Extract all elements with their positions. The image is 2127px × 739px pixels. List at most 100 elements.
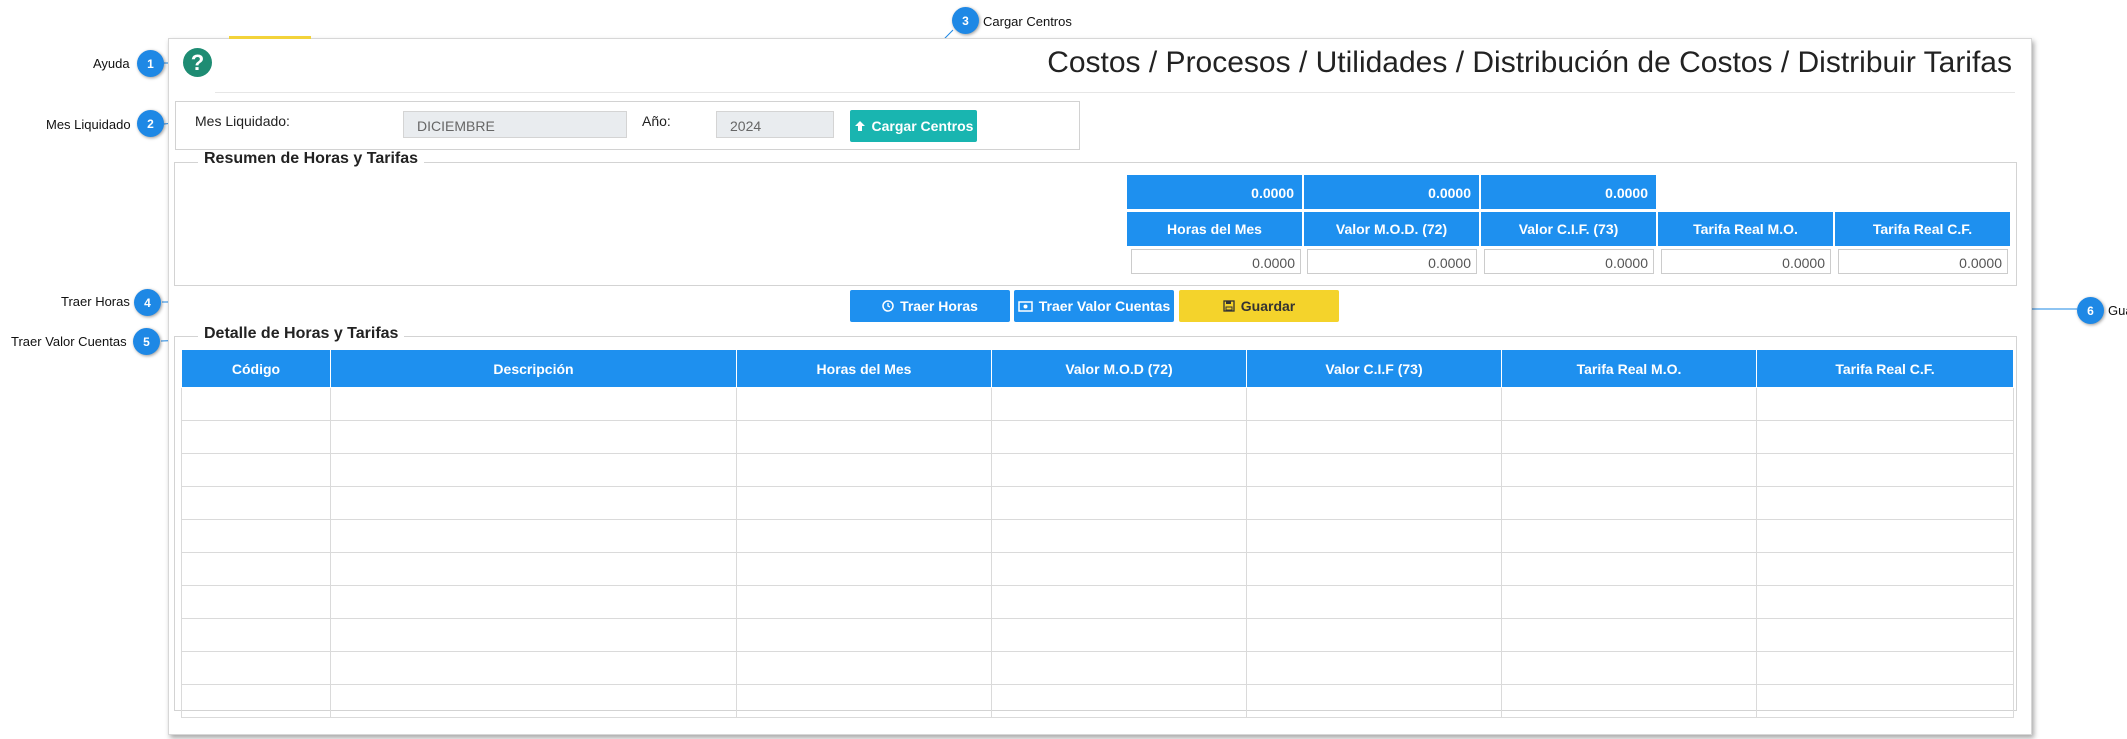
table-row[interactable] [181, 585, 2014, 619]
column-header-tarifa-cf[interactable]: Tarifa Real C.F. [1756, 349, 2014, 388]
resumen-input-tarifa-mo[interactable]: 0.0000 [1661, 249, 1831, 274]
table-cell [330, 552, 737, 586]
table-cell [1246, 651, 1502, 685]
resumen-header-cif: Valor C.I.F. (73) [1481, 212, 1656, 246]
money-icon [1017, 300, 1033, 312]
help-icon[interactable]: ? [183, 48, 212, 77]
detalle-legend: Detalle de Horas y Tarifas [198, 325, 405, 343]
anio-label: Año: [642, 113, 671, 129]
resumen-input-mod[interactable]: 0.0000 [1307, 249, 1477, 274]
traer-valor-cuentas-button[interactable]: Traer Valor Cuentas [1014, 290, 1174, 322]
table-row[interactable] [181, 684, 2014, 718]
table-cell [1501, 387, 1757, 421]
table-cell [1501, 651, 1757, 685]
table-cell [1501, 486, 1757, 520]
traer-horas-label: Traer Horas [900, 298, 978, 314]
cargar-centros-label: Cargar Centros [871, 118, 974, 134]
resumen-header-mod: Valor M.O.D. (72) [1304, 212, 1479, 246]
column-header-codigo[interactable]: Código [181, 349, 331, 388]
table-cell [1246, 420, 1502, 454]
table-cell [1756, 651, 2014, 685]
traer-valor-cuentas-label: Traer Valor Cuentas [1038, 298, 1171, 314]
table-cell [1756, 387, 2014, 421]
callout-badge-2: 2 [137, 110, 164, 137]
table-cell [330, 519, 737, 553]
callout-badge-1: 1 [137, 50, 164, 77]
table-cell [1501, 519, 1757, 553]
column-header-tarifa-mo[interactable]: Tarifa Real M.O. [1501, 349, 1757, 388]
guardar-label: Guardar [1240, 298, 1296, 314]
table-cell [330, 420, 737, 454]
table-cell [1501, 585, 1757, 619]
column-header-mod[interactable]: Valor M.O.D (72) [991, 349, 1247, 388]
resumen-fieldset [174, 162, 2017, 286]
callout-badge-4: 4 [134, 289, 161, 316]
table-cell [991, 585, 1247, 619]
table-cell [330, 486, 737, 520]
floppy-disk-icon [1223, 300, 1235, 312]
table-row[interactable] [181, 453, 2014, 487]
callout-badge-6: 6 [2077, 297, 2104, 324]
table-cell [1246, 552, 1502, 586]
column-header-descripcion[interactable]: Descripción [330, 349, 737, 388]
column-header-cif[interactable]: Valor C.I.F (73) [1246, 349, 1502, 388]
table-cell [736, 519, 992, 553]
callout-label-cargar-centros: Cargar Centros [983, 14, 1072, 29]
resumen-input-tarifa-cf[interactable]: 0.0000 [1838, 249, 2008, 274]
table-cell [330, 618, 737, 652]
table-cell [991, 387, 1247, 421]
clock-icon [882, 300, 894, 312]
mes-liquidado-field[interactable]: DICIEMBRE [403, 111, 627, 138]
cargar-centros-button[interactable]: Cargar Centros [850, 110, 977, 142]
table-cell [1756, 684, 2014, 718]
table-row[interactable] [181, 387, 2014, 421]
anio-field[interactable]: 2024 [716, 111, 834, 138]
resumen-header-tarifa-cf: Tarifa Real C.F. [1835, 212, 2010, 246]
table-row[interactable] [181, 651, 2014, 685]
table-cell [1246, 519, 1502, 553]
table-cell [736, 684, 992, 718]
table-cell [181, 552, 331, 586]
table-row[interactable] [181, 552, 2014, 586]
table-row[interactable] [181, 420, 2014, 454]
resumen-legend: Resumen de Horas y Tarifas [198, 150, 425, 168]
table-cell [181, 453, 331, 487]
table-cell [330, 684, 737, 718]
resumen-header-horas: Horas del Mes [1127, 212, 1302, 246]
table-cell [736, 618, 992, 652]
detalle-body [181, 387, 2014, 718]
table-cell [736, 552, 992, 586]
table-cell [1756, 519, 2014, 553]
table-cell [991, 486, 1247, 520]
table-cell [330, 585, 737, 619]
callout-label-traer-valor-cuentas: Traer Valor Cuentas [11, 334, 127, 349]
table-cell [736, 453, 992, 487]
table-row[interactable] [181, 519, 2014, 553]
title-divider [215, 92, 2015, 93]
table-cell [991, 453, 1247, 487]
column-header-horas[interactable]: Horas del Mes [736, 349, 992, 388]
guardar-button[interactable]: Guardar [1179, 290, 1339, 322]
callout-badge-3: 3 [952, 7, 979, 34]
table-cell [181, 519, 331, 553]
table-cell [181, 651, 331, 685]
table-cell [736, 420, 992, 454]
table-cell [1246, 486, 1502, 520]
callout-label-traer-horas: Traer Horas [61, 294, 130, 309]
table-cell [330, 453, 737, 487]
table-cell [736, 486, 992, 520]
resumen-top-value: 0.0000 [1127, 175, 1302, 209]
table-cell [181, 618, 331, 652]
resumen-input-cif[interactable]: 0.0000 [1484, 249, 1654, 274]
active-tab-indicator [229, 36, 311, 39]
detalle-table: Código Descripción Horas del Mes Valor M… [181, 349, 2014, 718]
table-cell [1501, 618, 1757, 652]
detalle-header-row: Código Descripción Horas del Mes Valor M… [181, 349, 2014, 388]
resumen-input-horas[interactable]: 0.0000 [1131, 249, 1301, 274]
table-cell [1756, 420, 2014, 454]
traer-horas-button[interactable]: Traer Horas [850, 290, 1010, 322]
table-row[interactable] [181, 486, 2014, 520]
table-cell [1756, 486, 2014, 520]
resumen-top-value: 0.0000 [1304, 175, 1479, 209]
table-row[interactable] [181, 618, 2014, 652]
